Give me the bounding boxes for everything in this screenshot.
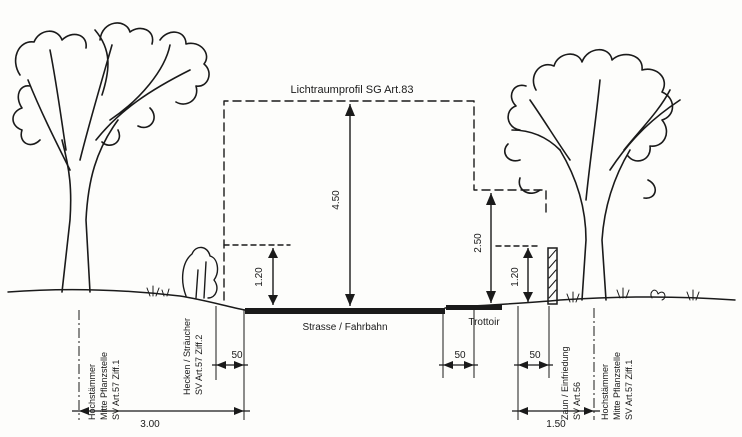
left-tree-annotation: Hochstämmer Mitte Pflanzstelle SV Art.57… bbox=[87, 352, 121, 420]
hedge-annotation: Hecken / Sträucher SV Art.57 Ziff.2 bbox=[182, 318, 204, 395]
hedge-shrub bbox=[181, 246, 219, 299]
ground-line bbox=[7, 288, 736, 311]
svg-text:Hochstämmer: Hochstämmer bbox=[600, 364, 610, 420]
tree-left-distance-value: 3.00 bbox=[140, 419, 160, 430]
svg-text:SV Art.56: SV Art.56 bbox=[572, 382, 582, 420]
dimension-hedge-1-20 bbox=[268, 248, 278, 305]
offset-fence-value: 50 bbox=[529, 350, 541, 361]
right-tree-annotation: Hochstämmer Mitte Pflanzstelle SV Art.57… bbox=[600, 352, 634, 420]
road-surface bbox=[245, 308, 445, 314]
fence-annotation: Zaun / Einfriedung SV Art.56 bbox=[560, 346, 582, 420]
horizontal-dimensions bbox=[72, 364, 600, 412]
svg-text:SV Art.57 Ziff.1: SV Art.57 Ziff.1 bbox=[624, 360, 634, 420]
svg-text:Mitte Pflanzstelle: Mitte Pflanzstelle bbox=[612, 352, 622, 420]
svg-text:Zaun / Einfriedung: Zaun / Einfriedung bbox=[560, 346, 570, 420]
dimension-value-4-50: 4.50 bbox=[331, 190, 342, 210]
road-label: Strasse / Fahrbahn bbox=[302, 322, 387, 333]
dimension-2-50 bbox=[486, 193, 496, 303]
svg-text:Hochstämmer: Hochstämmer bbox=[87, 364, 97, 420]
clearance-profile-outline bbox=[223, 100, 547, 301]
svg-text:Mitte Pflanzstelle: Mitte Pflanzstelle bbox=[99, 352, 109, 420]
offset-hedge-value: 50 bbox=[231, 350, 243, 361]
svg-text:Hecken / Sträucher: Hecken / Sträucher bbox=[182, 318, 192, 395]
fence-post bbox=[547, 247, 558, 305]
svg-text:SV Art.57 Ziff.1: SV Art.57 Ziff.1 bbox=[111, 360, 121, 420]
dimension-value-fence-1-20: 1.20 bbox=[510, 267, 521, 287]
grass-tufts bbox=[146, 285, 700, 303]
sidewalk-label: Trottoir bbox=[468, 317, 500, 328]
dimension-value-hedge-1-20: 1.20 bbox=[254, 267, 265, 287]
clearance-profile-label: Lichtraumprofil SG Art.83 bbox=[291, 84, 414, 96]
dimension-4-50 bbox=[345, 104, 355, 306]
svg-text:SV Art.57 Ziff.2: SV Art.57 Ziff.2 bbox=[194, 335, 204, 395]
dimension-value-2-50: 2.50 bbox=[473, 233, 484, 253]
left-tree bbox=[12, 22, 210, 293]
sidewalk-surface bbox=[446, 305, 502, 310]
right-tree bbox=[504, 48, 681, 301]
tree-right-distance-value: 1.50 bbox=[546, 419, 566, 430]
dimension-fence-1-20 bbox=[523, 248, 533, 302]
extension-lines bbox=[78, 306, 595, 420]
offset-road-value: 50 bbox=[454, 350, 466, 361]
